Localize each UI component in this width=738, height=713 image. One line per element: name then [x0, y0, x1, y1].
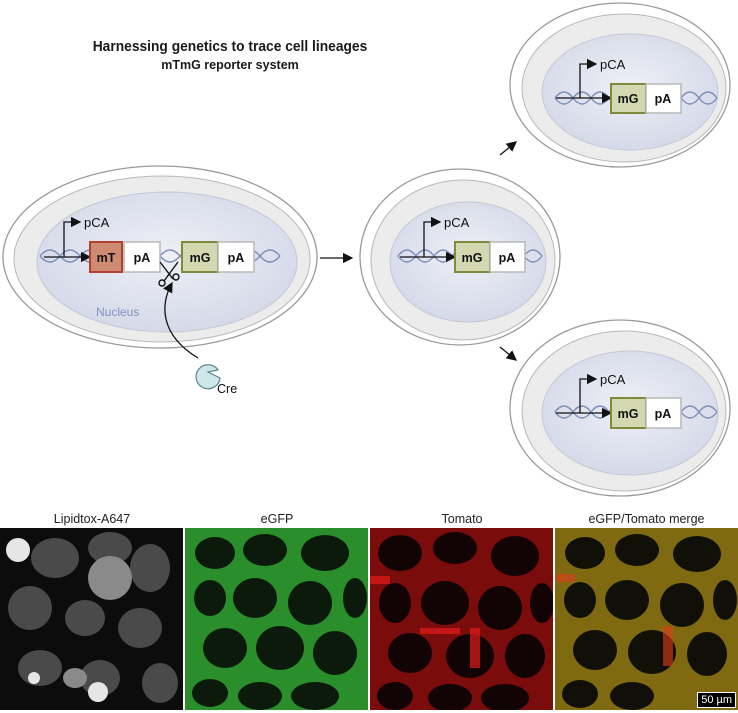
promoter-arrow-parent — [44, 216, 92, 263]
mG-box — [181, 241, 219, 273]
egfp-micrograph — [185, 528, 368, 710]
pA-box-top — [645, 83, 682, 114]
cre-icon — [195, 364, 221, 390]
panel-label-merge: eGFP/Tomato merge — [588, 512, 705, 526]
pA-label-top: pA — [655, 92, 672, 106]
lineage-diagram: pCA mT pA mG pA Nucleus Cre pCA mG pA pC… — [2, 2, 731, 497]
arrow-to-bottom — [499, 346, 518, 361]
pA-box-middle — [489, 241, 526, 273]
mG-box-middle — [454, 241, 491, 273]
panel-label-egfp: eGFP — [260, 512, 294, 526]
scissors-icon — [158, 261, 180, 287]
mT-box — [89, 241, 123, 273]
promoter-arrow-middle — [400, 216, 457, 263]
promoter-arrow-top — [556, 58, 613, 104]
promoter-label-top: pCA — [600, 57, 626, 72]
lipidtox-micrograph — [0, 528, 183, 710]
pA-box-2 — [217, 241, 255, 273]
pA-label: pA — [134, 251, 151, 265]
pA-box — [123, 241, 161, 273]
pA-box-bottom — [645, 397, 682, 429]
nucleus-label: Nucleus — [96, 305, 139, 319]
promoter-label-middle: pCA — [444, 215, 470, 230]
mG-label-middle: mG — [462, 251, 483, 265]
panel-label-tomato: Tomato — [441, 512, 483, 526]
scale-bar: 50 µm — [697, 692, 736, 708]
pA-label-middle: pA — [499, 251, 516, 265]
tomato-micrograph — [370, 528, 553, 710]
arrow-to-top — [499, 141, 518, 156]
mG-label-bottom: mG — [618, 407, 639, 421]
panel-label-lipidtox: Lipidtox-A647 — [53, 512, 131, 526]
cre-arrow — [163, 281, 199, 359]
promoter-label: pCA — [84, 215, 110, 230]
mG-label-top: mG — [618, 92, 639, 106]
mG-box-top — [610, 83, 647, 114]
mT-label: mT — [97, 251, 116, 265]
promoter-label-bottom: pCA — [600, 372, 626, 387]
mG-box-bottom — [610, 397, 647, 429]
diagram-title: Harnessing genetics to trace cell lineag… — [92, 38, 368, 55]
pA-label-bottom: pA — [655, 407, 672, 421]
merge-micrograph: 50 µm — [555, 528, 738, 710]
promoter-arrow-bottom — [556, 373, 613, 419]
mG-label: mG — [190, 251, 211, 265]
cre-label: Cre — [217, 382, 237, 396]
diagram-subtitle: mTmG reporter system — [161, 58, 299, 72]
pA-label-2: pA — [228, 251, 245, 265]
